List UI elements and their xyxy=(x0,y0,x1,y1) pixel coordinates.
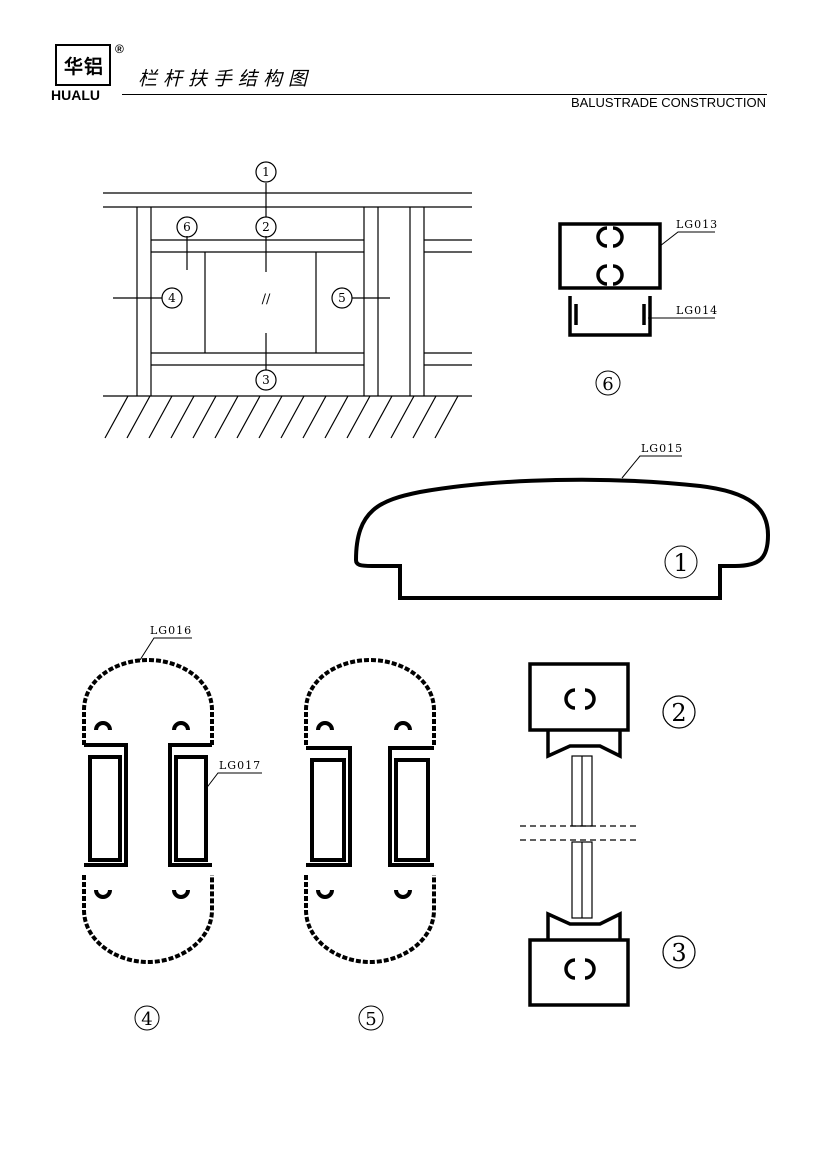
section-4-leaders xyxy=(134,637,262,1031)
page-subtitle: BALUSTRADE CONSTRUCTION xyxy=(570,95,766,110)
callout-circle-1 xyxy=(255,161,277,183)
section-2-3-profile xyxy=(528,662,630,1007)
callout-circle-3 xyxy=(255,369,277,391)
section-6-leaders xyxy=(595,231,715,396)
section-number-5: 5 xyxy=(365,1009,376,1030)
label-lg016: LG016 xyxy=(150,624,192,637)
callout-1: 1 xyxy=(262,165,270,179)
logo-frame xyxy=(55,44,111,86)
section-1-leader xyxy=(621,455,698,579)
label-lg014: LG014 xyxy=(676,304,718,317)
section-number-4: 4 xyxy=(141,1009,152,1030)
section-6-profile xyxy=(558,222,662,337)
section-number-1: 1 xyxy=(673,549,688,577)
section-5-profile xyxy=(304,657,436,965)
callout-4: 4 xyxy=(168,291,176,305)
elevation-view xyxy=(103,161,472,439)
callout-2: 2 xyxy=(262,220,270,234)
callout-circle-5 xyxy=(331,287,353,309)
logo-english-text: HUALU xyxy=(51,87,100,103)
glass-pane xyxy=(520,695,696,969)
section-circle-3 xyxy=(662,935,696,969)
logo-chinese-text: 华铝 xyxy=(63,56,104,78)
section-number-2: 2 xyxy=(671,699,686,727)
callout-circle-4 xyxy=(161,287,183,309)
callout-6: 6 xyxy=(183,220,191,234)
registered-mark: ® xyxy=(115,42,124,56)
label-lg015: LG015 xyxy=(641,442,683,455)
section-circle-6 xyxy=(595,370,621,396)
callout-5: 5 xyxy=(338,291,346,305)
glass-mark: // xyxy=(262,292,271,307)
callout-circle-2 xyxy=(255,216,277,238)
section-circle-1 xyxy=(664,545,698,579)
section-circle-4 xyxy=(134,1005,160,1031)
section-circle-2 xyxy=(662,695,696,729)
section-4-profile xyxy=(82,657,214,965)
label-lg013: LG013 xyxy=(676,218,718,231)
header-rule xyxy=(122,94,767,95)
section-5-leaders xyxy=(358,1005,384,1031)
section-circle-5 xyxy=(358,1005,384,1031)
callout-3: 3 xyxy=(262,373,270,387)
label-lg017: LG017 xyxy=(219,759,261,772)
section-1-handrail xyxy=(353,477,771,600)
callout-circle-6 xyxy=(176,216,198,238)
section-number-3: 3 xyxy=(671,939,686,967)
page-title: 栏杆扶手结构图 xyxy=(138,68,314,90)
section-number-6: 6 xyxy=(602,374,613,395)
